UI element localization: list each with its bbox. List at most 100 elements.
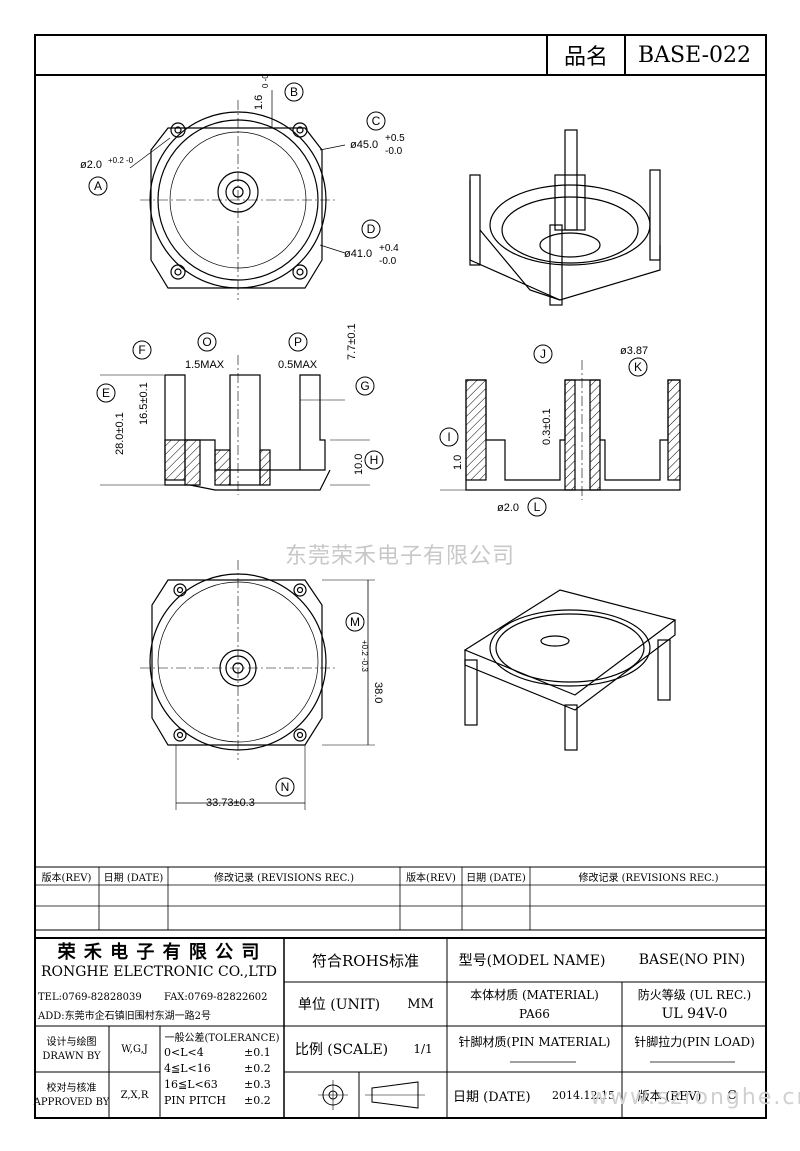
svg-text:D: D [367,222,376,236]
unit-value: MM [407,996,434,1012]
date-header-2: 日期 (DATE) [466,872,526,884]
svg-text:E: E [102,386,110,400]
company-tel: TEL:0769-82828039 [38,991,142,1003]
svg-text:P: P [294,335,302,349]
dim-d-tol-minus: -0.0 [379,256,397,267]
date-header-1: 日期 (DATE) [103,872,164,884]
approver-value: Z,X,R [120,1090,149,1101]
svg-text:K: K [634,360,642,374]
top-view [129,90,346,300]
material-value: PA66 [519,1007,550,1021]
dim-k: ø3.87 [620,345,648,357]
svg-text:L: L [534,500,541,514]
tol-value-0: ±0.1 [244,1045,271,1059]
callout-b: B [284,82,304,102]
rev-header-2: 版本(REV) [406,872,456,884]
designer-label-en: DRAWN BY [42,1050,101,1062]
callout-a: A [88,176,108,196]
svg-text:O: O [202,335,211,349]
callout-f: F [132,340,152,360]
dim-hole-tol: +0.2 -0 [108,156,134,165]
designer-value: W,G,J [121,1043,148,1055]
svg-text:A: A [94,179,102,193]
dim-c-tol-minus: -0.0 [385,146,403,157]
callout-k: K [628,357,648,377]
bottom-view [140,560,375,810]
callout-o: O [197,332,217,352]
svg-text:I: I [447,430,450,444]
dim-j: 0.3±0.1 [541,408,553,445]
tolerance-title: 一般公差(TOLERANCE) [164,1032,280,1044]
pin-label-cell: 品名 [546,36,626,76]
product-code: BASE-022 [637,42,752,68]
rev-header-1: 版本(REV) [41,872,92,884]
svg-text:M: M [350,615,360,629]
ul-value: UL 94V-0 [661,1006,728,1022]
material-label: 本体材质 (MATERIAL) [470,987,599,1002]
drawing-sheet: 品名 BASE-022 [34,34,767,1119]
svg-text:G: G [360,379,369,393]
dim-d-tol-plus: +0.4 [379,243,399,254]
dim-m-tol: +0.2 -0.3 [360,640,369,672]
scale-value: 1/1 [413,1042,433,1056]
product-code-cell: BASE-022 [622,36,767,76]
company-cn: 荣 禾 电 子 有 限 公 司 [57,942,261,963]
tol-range-3: PIN PITCH [164,1093,226,1107]
svg-text:B: B [290,85,298,99]
dim-l: ø2.0 [497,502,519,514]
company-fax: FAX:0769-82822602 [164,991,268,1003]
dim-g: 7.7±0.1 [346,323,358,360]
callout-h: H [364,450,384,470]
callout-i: I [439,427,459,447]
callout-layer: A B C D E F G H I J K L M N O P [88,82,648,797]
model-value: BASE(NO PIN) [638,952,746,968]
section-view-right [440,360,681,500]
date-value: 2014.12.15 [552,1088,615,1102]
rohs-label: 符合ROHS标准 [312,951,419,970]
callout-c: C [366,111,386,131]
tol-range-2: 16≦L<63 [164,1077,218,1091]
tol-value-3: ±0.2 [244,1093,271,1107]
unit-label: 单位 (UNIT) [297,997,381,1013]
tol-range-1: 4≦L<16 [164,1061,211,1075]
iso-view-bottom [463,589,677,751]
dim-hole-dia: ø2.0 [80,159,102,171]
dim-n: 33.73±0.3 [206,797,255,809]
ul-label: 防火等级 (UL REC.) [637,987,752,1002]
revisions-header-1: 修改记录 (REVISIONS REC.) [213,872,355,884]
dim-b: 1.6 [253,95,265,110]
header-rule [36,74,767,76]
callout-d: D [361,219,381,239]
dim-m: 38.0 [372,682,384,703]
pin-label: 品名 [563,45,608,70]
dim-b-tol: 0 -0 [261,74,270,88]
dim-i: 1.0 [452,455,464,470]
svg-text:C: C [372,114,381,128]
pin-load-label: 针脚拉力(PIN LOAD) [634,1034,755,1049]
tol-value-2: ±0.3 [244,1077,271,1091]
revisions-header-2: 修改记录 (REVISIONS REC.) [578,872,719,884]
svg-text:J: J [540,347,546,361]
dim-height-pin: 16.5±0.1 [138,382,150,425]
svg-text:N: N [281,780,290,794]
approver-label-en: APPROVED BY [33,1096,110,1108]
callout-m: M [345,612,365,632]
dim-d: ø41.0 [344,248,372,260]
rev-label: 版本 (REV) [637,1088,702,1103]
svg-text:F: F [138,343,145,357]
rev-value: C [727,1088,737,1102]
dim-f: 1.5MAX [185,359,225,371]
date-label: 日期 (DATE) [453,1089,531,1105]
callout-p: P [288,332,308,352]
pin-material-label: 针脚材质(PIN MATERIAL) [458,1034,611,1049]
callout-l: L [527,497,547,517]
title-block-lines [34,866,767,1119]
section-view-left [100,355,370,495]
dim-c: ø45.0 [350,139,378,151]
company-en: RONGHE ELECTRONIC CO.,LTD [40,964,278,980]
watermark: 东莞荣禾电子有限公司 [284,544,515,569]
dim-height-total: 28.0±0.1 [114,412,126,455]
callout-g: G [355,376,375,396]
dim-c-tol-plus: +0.5 [385,133,405,144]
